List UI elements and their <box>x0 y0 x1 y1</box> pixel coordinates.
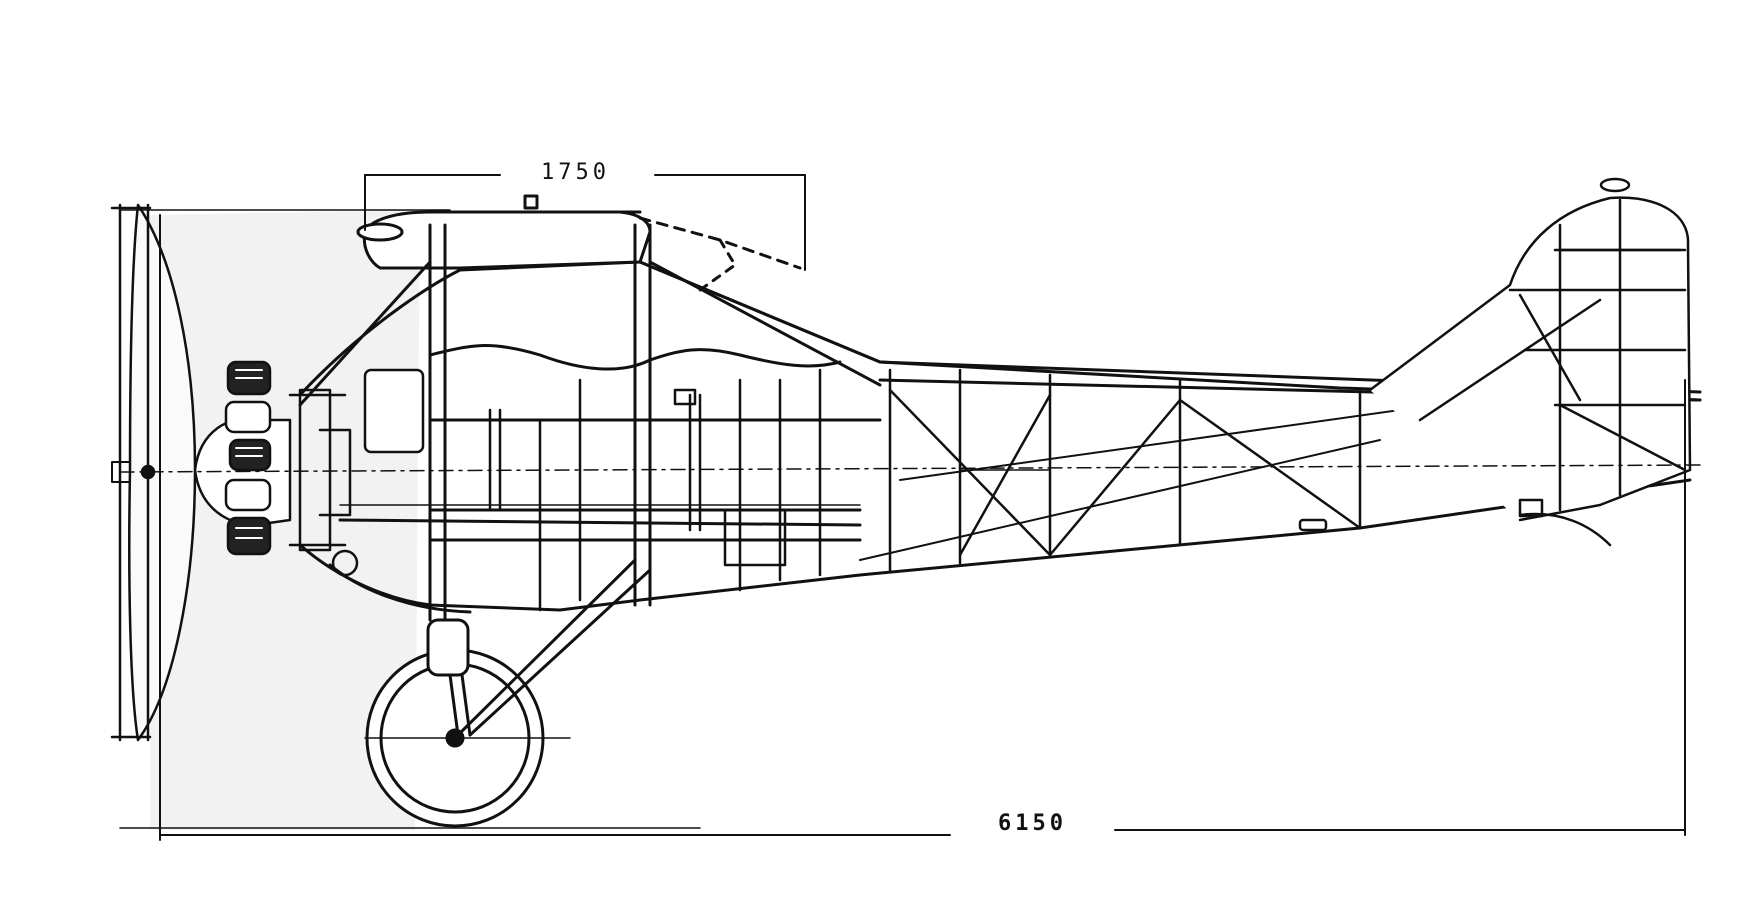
upper-wing-section <box>298 194 882 622</box>
tail-unit <box>1368 177 1692 547</box>
dimension-lines <box>119 174 1686 841</box>
landing-gear <box>364 558 652 828</box>
cockpit-details <box>363 368 822 612</box>
wing-chord-dimension: 1750 <box>535 160 616 185</box>
overall-length-dimension: 6150 <box>992 811 1073 836</box>
thrust-center-line <box>119 464 1701 473</box>
